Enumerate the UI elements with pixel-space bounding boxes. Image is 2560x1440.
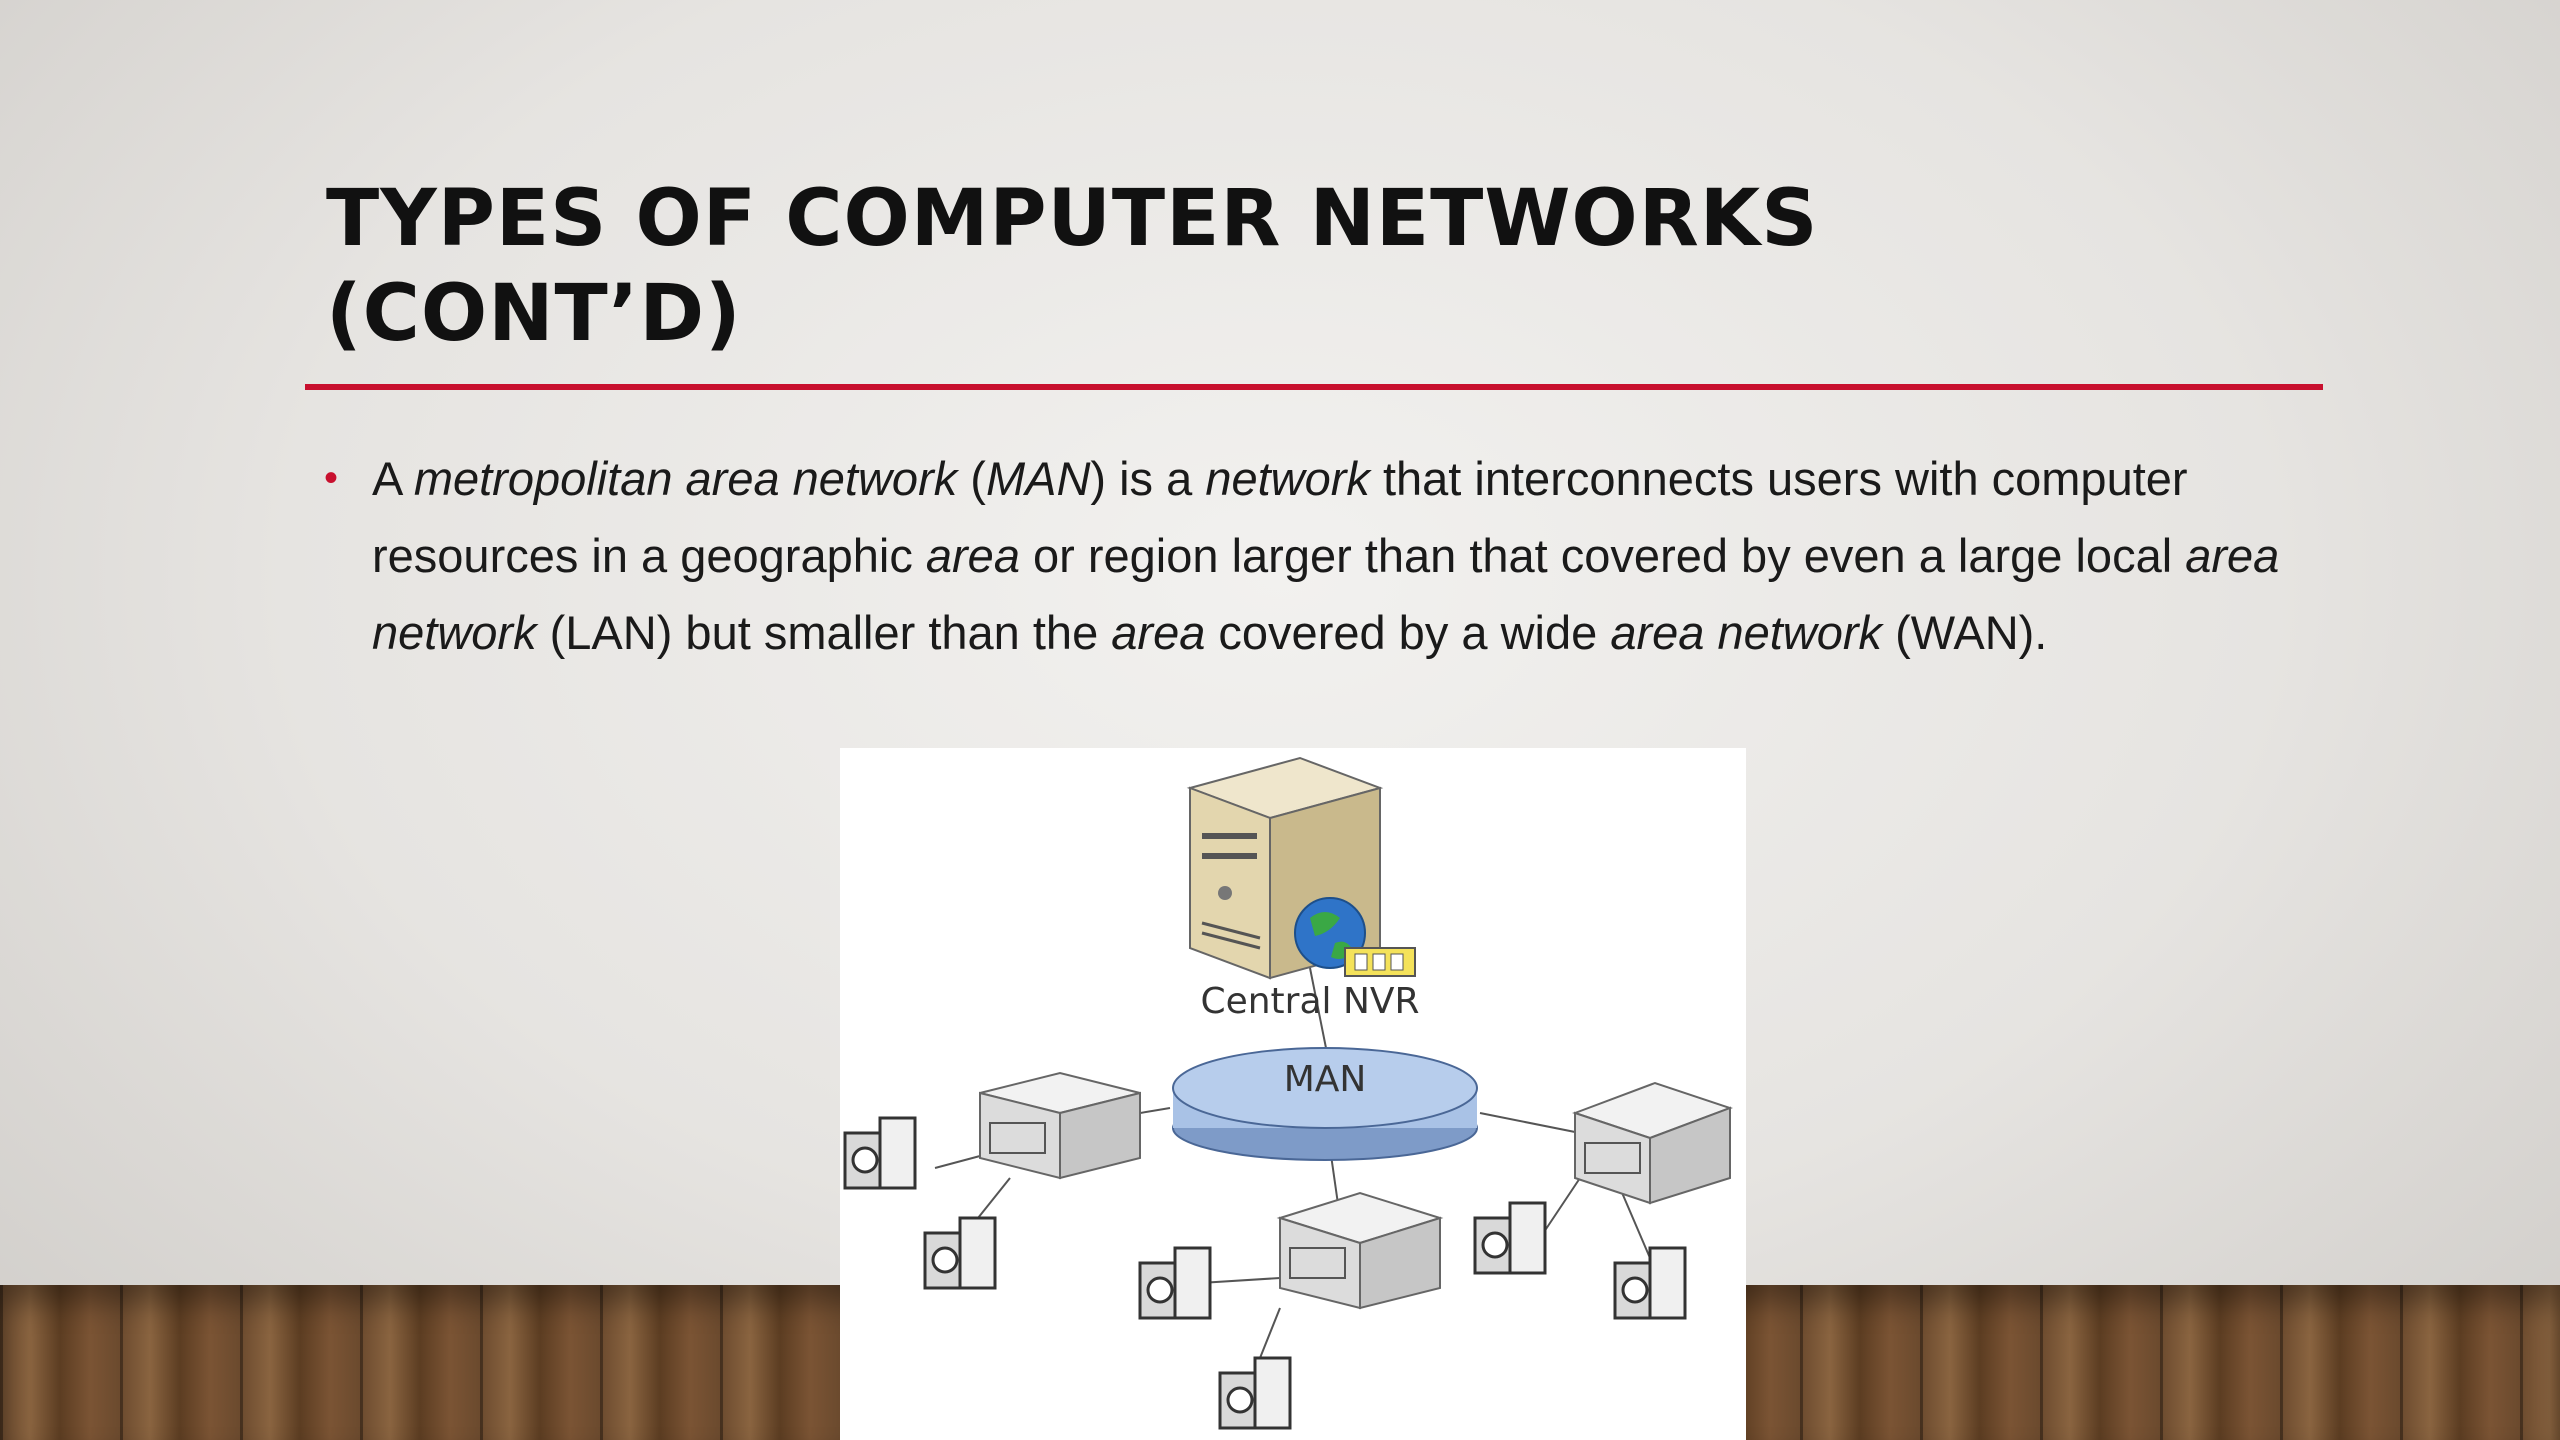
slide-title: Types of Computer Networks (Cont’d) (326, 172, 2326, 362)
man-diagram-svg: Central NVR MAN (843, 756, 1733, 1430)
text-run: covered by a wide (1205, 606, 1611, 659)
italic-run: MAN (985, 452, 1091, 505)
bullet-paragraph: •A metropolitan area network (MAN) is a … (324, 440, 2292, 671)
camera-icon (1613, 1246, 1687, 1320)
italic-run: area network (1610, 606, 1883, 659)
title-line-1: Types of Computer Networks (326, 174, 1819, 264)
switch-icon-right (1572, 1081, 1733, 1205)
man-label: MAN (1284, 1059, 1367, 1100)
italic-run: metropolitan area network (413, 452, 958, 505)
title-line-2: (Cont’d) (326, 269, 742, 359)
camera-icon (923, 1216, 997, 1290)
switch-icon-center (1276, 1191, 1444, 1310)
camera-icon (1218, 1356, 1292, 1430)
italic-run: area network (372, 529, 2280, 659)
text-run: that interconnects users with computer r… (372, 452, 2188, 582)
title-divider (305, 384, 2323, 390)
man-diagram-image: Central NVR MAN (840, 748, 1746, 1440)
camera-icon (843, 1116, 917, 1190)
camera-badge-icon (1344, 947, 1416, 977)
switch-icon-left (979, 1071, 1141, 1180)
bullet-dot: • (324, 456, 339, 500)
camera-icon (1138, 1246, 1212, 1320)
text-run: ( (957, 452, 986, 505)
text-run: (WAN). (1882, 606, 2048, 659)
camera-icon (1473, 1201, 1547, 1275)
text-run: ) is a (1090, 452, 1206, 505)
text-run: A (372, 452, 414, 505)
server-label: Central NVR (1200, 981, 1419, 1022)
text-run: or region larger than that covered by ev… (1019, 529, 2186, 582)
text-run: (LAN) but smaller than the (536, 606, 1112, 659)
italic-run: network (1205, 452, 1370, 505)
italic-run: area (925, 529, 1020, 582)
man-network-disc: MAN (1172, 1047, 1478, 1161)
italic-run: area (1111, 606, 1206, 659)
